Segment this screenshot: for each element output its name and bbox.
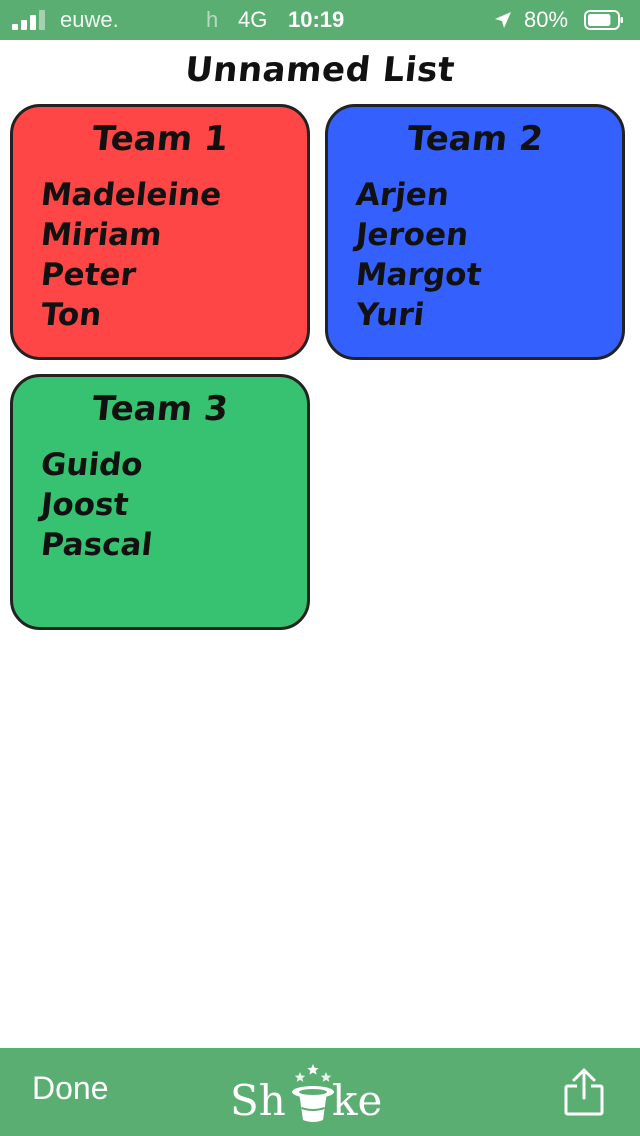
logo-text-right: ke <box>332 1076 383 1125</box>
member-list: Guido Joost Pascal <box>39 445 155 565</box>
bottom-toolbar: Done Sh ke <box>0 1048 640 1136</box>
done-button[interactable]: Done <box>32 1070 109 1106</box>
battery-icon <box>584 10 623 30</box>
member-name: Jeroen <box>354 217 471 253</box>
member-name: Peter <box>39 257 138 293</box>
member-name: Yuri <box>354 297 427 333</box>
member-name: Ton <box>39 297 104 333</box>
team-name: Team 2 <box>405 119 545 159</box>
team-card[interactable]: Team 3 Guido Joost Pascal <box>10 374 310 630</box>
member-name: Joost <box>39 487 131 523</box>
team-name: Team 1 <box>90 119 230 159</box>
member-name: Arjen <box>354 177 451 213</box>
team-card[interactable]: Team 2 Arjen Jeroen Margot Yuri <box>325 104 625 360</box>
status-bar: euwe. h 4G 10:19 80% <box>0 0 640 40</box>
signal-icon <box>12 10 48 30</box>
magic-hat-icon <box>292 1064 334 1122</box>
member-list: Arjen Jeroen Margot Yuri <box>354 175 484 335</box>
battery-percent: 80% <box>524 7 569 32</box>
team-card[interactable]: Team 1 Madeleine Miriam Peter Ton <box>10 104 310 360</box>
logo-text-left: Sh <box>230 1076 286 1125</box>
share-icon[interactable] <box>562 1066 606 1118</box>
member-list: Madeleine Miriam Peter Ton <box>39 175 224 335</box>
carrier-extra: h <box>206 7 219 32</box>
member-name: Miriam <box>39 217 164 253</box>
location-arrow-icon <box>495 12 511 28</box>
member-name: Pascal <box>39 527 155 563</box>
status-time: 10:19 <box>288 7 345 32</box>
page-title: Unnamed List <box>183 50 457 90</box>
member-name: Guido <box>39 447 145 483</box>
network-type: 4G <box>238 7 268 32</box>
carrier-name: euwe. <box>60 7 119 32</box>
member-name: Margot <box>354 257 484 293</box>
member-name: Madeleine <box>39 177 224 213</box>
team-name: Team 3 <box>90 389 230 429</box>
app-logo: Sh ke <box>228 1062 412 1128</box>
